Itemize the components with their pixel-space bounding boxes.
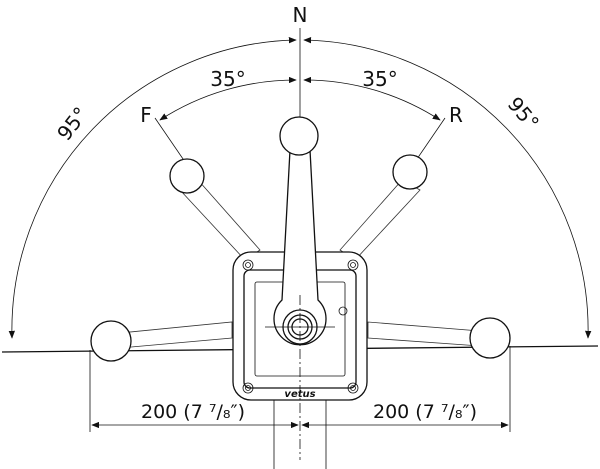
- lever-forward: [169, 158, 261, 261]
- lever-full-right: [367, 317, 511, 359]
- arc-95-right: [303, 36, 592, 339]
- shaft: [273, 400, 327, 469]
- arc-35-left: [159, 76, 297, 121]
- label-angle-35-left: 35°: [210, 67, 245, 91]
- label-angle-95-right: 95°: [503, 92, 544, 135]
- dim-label-right: 200 (7 ⁷/₈″): [373, 401, 477, 423]
- lever-full-left: [90, 320, 233, 362]
- label-forward: F: [140, 103, 152, 127]
- arc-95-left: [8, 36, 297, 339]
- lever-reverse: [339, 154, 428, 261]
- label-angle-35-right: 35°: [362, 67, 397, 91]
- arc-35-right: [303, 76, 441, 121]
- label-reverse: R: [449, 103, 463, 127]
- dim-label-left: 200 (7 ⁷/₈″): [141, 401, 245, 423]
- lever-neutral: [265, 116, 335, 460]
- label-angle-95-left: 95°: [52, 102, 93, 145]
- label-neutral: N: [293, 3, 308, 27]
